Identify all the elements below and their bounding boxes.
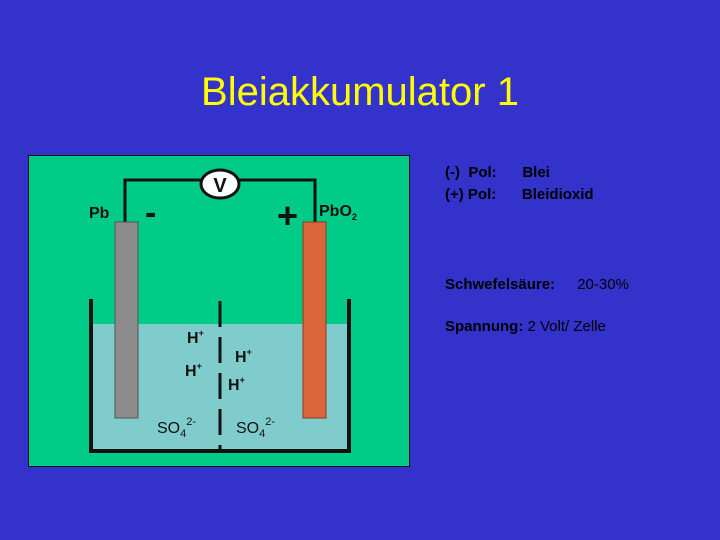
voltmeter-icon bbox=[199, 168, 241, 200]
cathode-label: PbO2 bbox=[319, 203, 357, 222]
slide-title: Bleiakkumulator 1 bbox=[201, 70, 519, 114]
voltage-line: Spannung: 2 Volt/ Zelle bbox=[445, 318, 606, 335]
positive-pole-sign: (+) bbox=[445, 186, 464, 203]
voltmeter-label: V bbox=[213, 175, 227, 197]
hydrogen-ion: H+ bbox=[228, 375, 245, 394]
sulfate-ion: SO42- bbox=[236, 416, 275, 440]
battery-diagram-panel: V Pb - + PbO2 H+ H+ H+ H+ SO42- SO42- bbox=[28, 155, 410, 467]
wire-left bbox=[123, 178, 201, 222]
voltage-label: Spannung: bbox=[445, 318, 524, 335]
anode-label: Pb bbox=[89, 205, 110, 222]
negative-pole-label: Pol: bbox=[468, 164, 497, 181]
lead-dioxide-electrode bbox=[302, 221, 327, 419]
hydrogen-ion: H+ bbox=[187, 328, 204, 347]
wire-right bbox=[239, 178, 317, 222]
positive-pole-value: Bleidioxid bbox=[521, 186, 594, 203]
negative-pole-sign: (-) bbox=[445, 164, 460, 181]
voltage-value: 2 Volt/ Zelle bbox=[527, 318, 606, 335]
positive-pole-line: (+) Pol: Bleidioxid bbox=[445, 186, 594, 203]
positive-pole-label: Pol: bbox=[467, 186, 497, 203]
acid-value: 20-30% bbox=[577, 276, 629, 293]
minus-sign: - bbox=[145, 194, 156, 232]
lead-electrode bbox=[114, 221, 139, 419]
battery-diagram: V Pb - + PbO2 H+ H+ H+ H+ SO42- SO42- bbox=[89, 168, 357, 453]
hydrogen-ion: H+ bbox=[185, 361, 202, 380]
acid-line: Schwefelsäure: 20-30% bbox=[445, 276, 629, 293]
plus-sign: + bbox=[277, 195, 298, 236]
acid-label: Schwefelsäure: bbox=[445, 276, 556, 293]
negative-pole-value: Blei bbox=[522, 164, 550, 181]
negative-pole-line: (-) Pol: Blei bbox=[445, 164, 550, 181]
sulfate-ion: SO42- bbox=[157, 416, 196, 440]
hydrogen-ion: H+ bbox=[235, 347, 252, 366]
